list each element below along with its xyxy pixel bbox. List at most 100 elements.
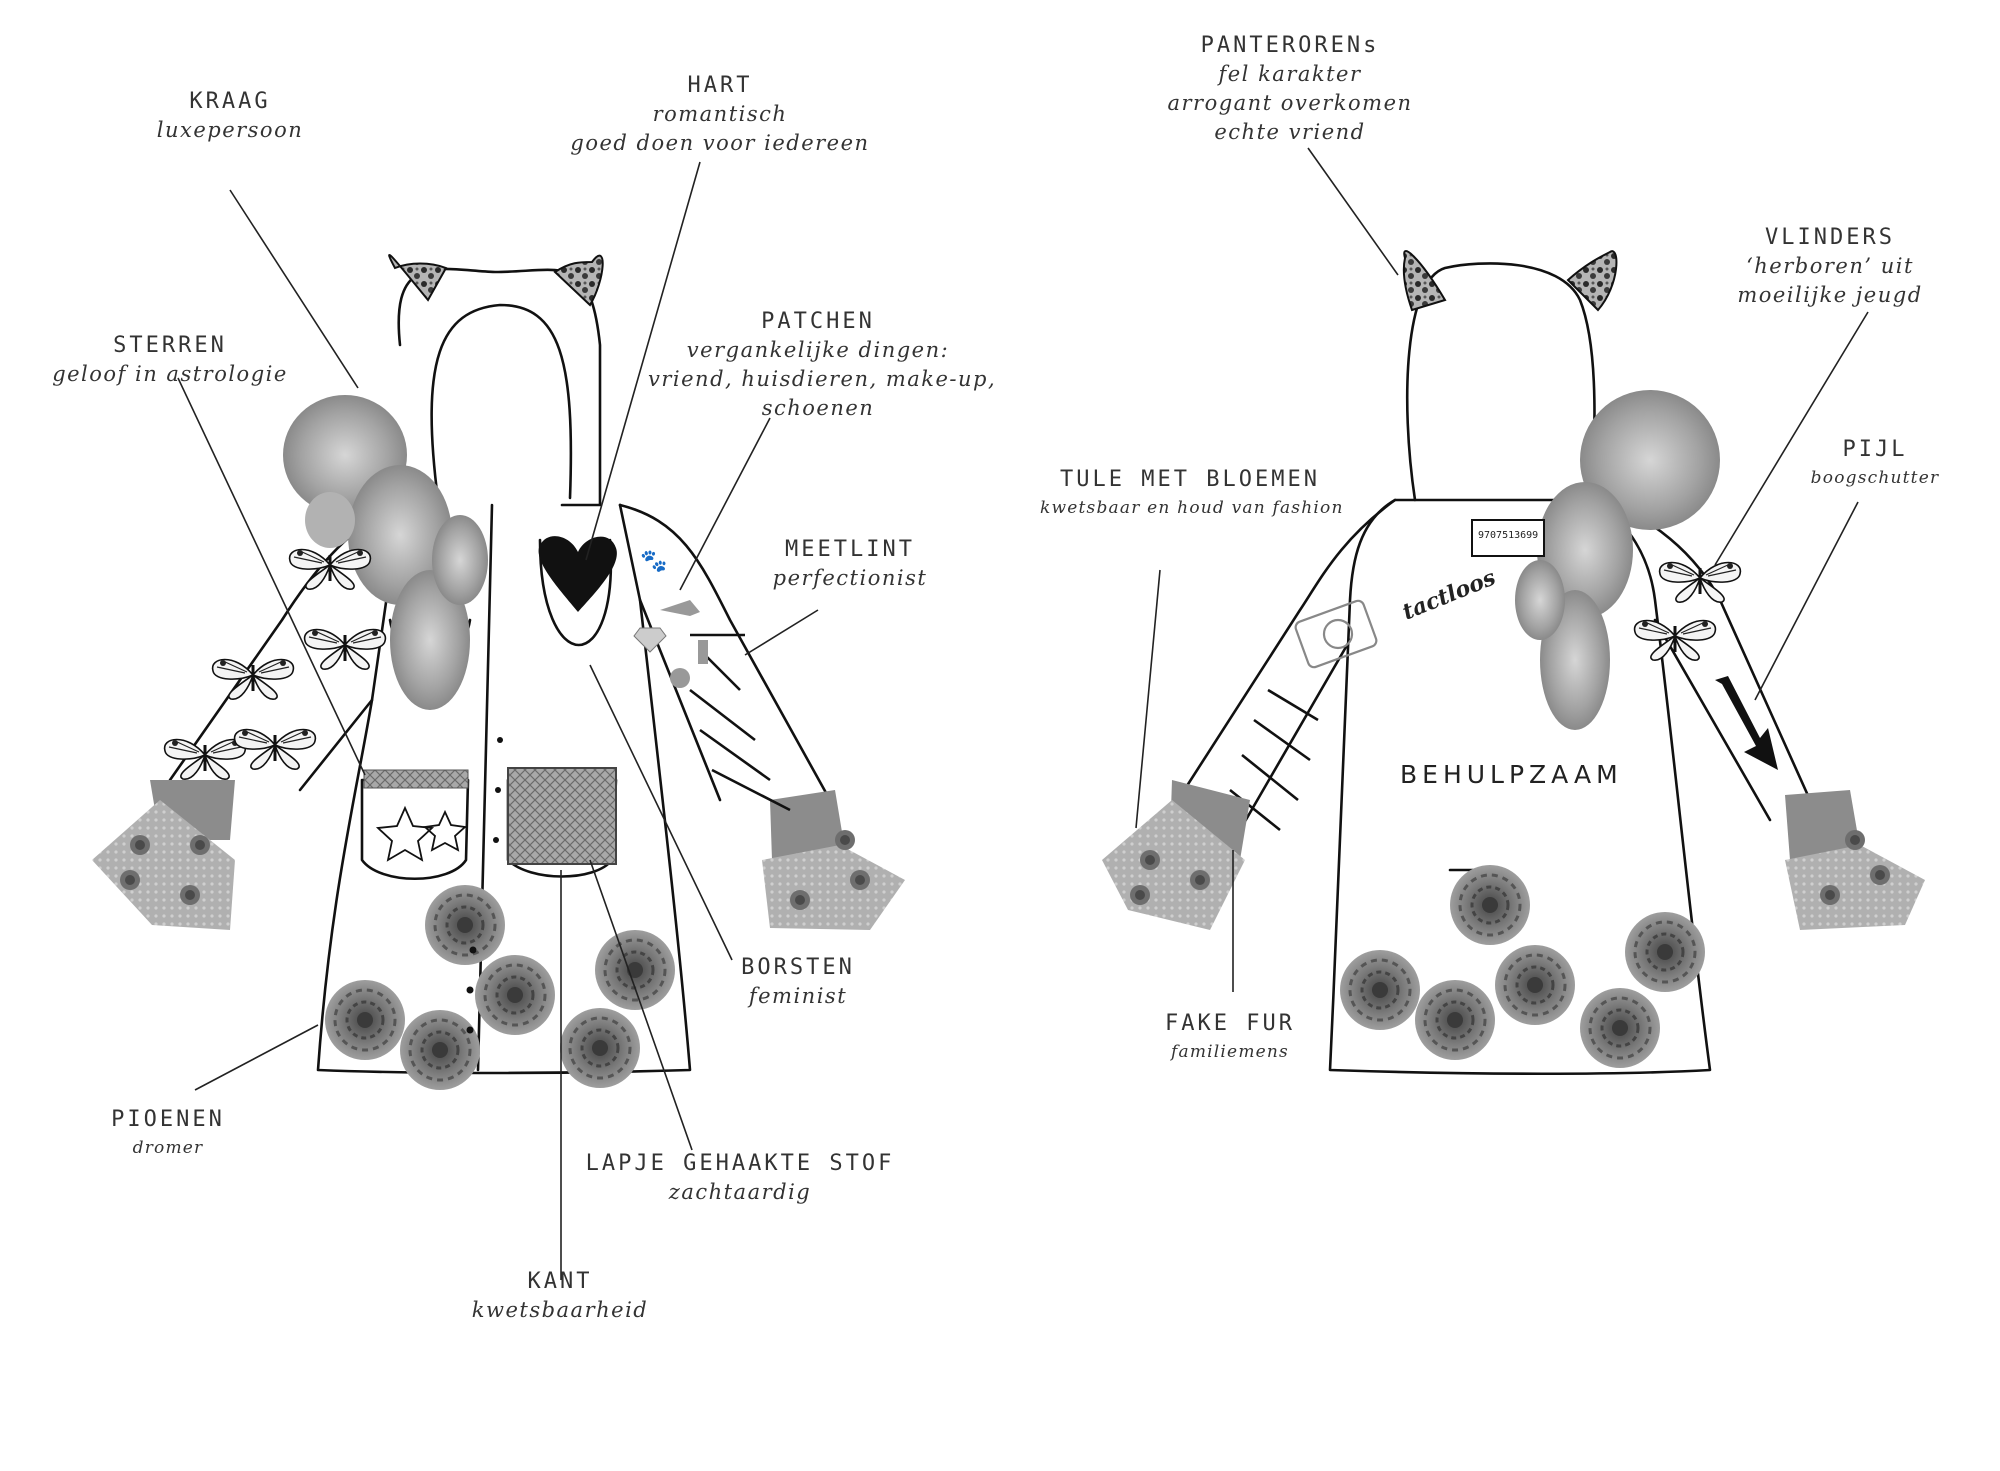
label-pioenen-desc: dromer — [132, 1138, 204, 1158]
peony-icon — [423, 883, 507, 967]
label-meetlint-desc: perfectionist — [772, 566, 928, 590]
back-right-cuff — [1785, 790, 1925, 930]
peony-icon — [1623, 910, 1707, 994]
crochet-patch — [507, 767, 617, 865]
butterfly-icon — [163, 738, 247, 781]
peony-icon — [1413, 978, 1497, 1062]
front-left-cuff — [92, 780, 235, 930]
label-kant-desc: kwetsbaarheid — [471, 1298, 649, 1322]
back-hood — [1405, 262, 1596, 502]
label-sterren-desc: geloof in astrologie — [52, 362, 288, 386]
label-tule: TULE MET BLOEMEN kwetsbaar en houd van f… — [1040, 466, 1344, 523]
back-left-cuff — [1102, 780, 1250, 930]
heel-icon — [660, 600, 700, 616]
peony-icon — [323, 978, 407, 1062]
label-patchen-title: PATCHEN — [761, 309, 875, 334]
back-coat — [1163, 262, 1812, 1076]
cat-ear-icon — [388, 254, 448, 302]
label-vlinders-title: VLINDERS — [1765, 225, 1895, 250]
peony-icon — [473, 953, 557, 1037]
lace-band — [363, 769, 469, 789]
label-patchen-desc2: vriend, huisdieren, make-up, — [648, 367, 997, 391]
label-sterren: STERREN geloof in astrologie — [20, 332, 320, 389]
label-kraag: KRAAG luxepersoon — [150, 88, 310, 145]
label-tule-desc: kwetsbaar en houd van fashion — [1040, 498, 1344, 518]
label-vlinders-desc2: moeilijke jeugd — [1737, 283, 1923, 307]
label-vlinders: VLINDERS ‘herboren’ uit moeilijke jeugd — [1720, 224, 1940, 310]
peony-icon — [398, 1008, 482, 1092]
butterfly-icon — [288, 548, 372, 591]
butterfly-icon — [211, 658, 295, 701]
label-panteroren-desc3: echte vriend — [1214, 120, 1366, 144]
label-lapje: LAPJE GEHAAKTE STOF zachtaardig — [560, 1150, 920, 1207]
front-fur-collar — [283, 395, 488, 710]
back-peonies — [1338, 863, 1707, 1070]
name-tag — [1471, 519, 1545, 557]
label-pijl-title: PIJL — [1842, 437, 1908, 462]
label-meetlint: MEETLINT perfectionist — [760, 536, 940, 593]
label-fakefur-desc: familiemens — [1171, 1042, 1289, 1062]
label-pijl: PIJL boogschutter — [1800, 436, 1950, 493]
hood-opening — [430, 303, 573, 502]
arrow-icon — [1715, 676, 1778, 770]
label-lapje-title: LAPJE GEHAAKTE STOF — [585, 1151, 895, 1176]
label-kant-title: KANT — [527, 1269, 593, 1294]
label-kant: KANT kwetsbaarheid — [470, 1268, 650, 1325]
label-sterren-title: STERREN — [113, 333, 227, 358]
paw-icon: 🐾 — [640, 549, 667, 574]
label-panteroren: PANTERORENs fel karakter arrogant overko… — [1160, 32, 1420, 147]
peony-icon — [1578, 986, 1662, 1070]
label-pioenen-title: PIOENEN — [111, 1107, 225, 1132]
cat-face-icon — [670, 668, 690, 688]
label-patchen-desc3: schoenen — [761, 396, 875, 420]
label-borsten: BORSTEN feminist — [718, 954, 878, 1011]
front-buttons — [466, 737, 503, 1034]
label-borsten-desc: feminist — [748, 984, 848, 1008]
butterfly-icon — [303, 628, 387, 671]
cat-ear-icon — [553, 254, 604, 307]
label-lapje-desc: zachtaardig — [668, 1180, 812, 1204]
label-panteroren-desc1: fel karakter — [1218, 62, 1362, 86]
name-tag-number: 9707513699 — [1478, 530, 1539, 541]
patches: 🐾 — [633, 549, 708, 688]
peony-icon — [558, 1006, 642, 1090]
label-panteroren-desc2: arrogant overkomen — [1167, 91, 1413, 115]
butterfly-icon — [233, 728, 317, 771]
label-hart-title: HART — [687, 73, 753, 98]
peony-icon — [1493, 943, 1577, 1027]
tape-measure — [689, 633, 791, 812]
butterfly-icon — [1658, 561, 1742, 604]
camera-icon — [1294, 599, 1378, 669]
back-slogan: BEHULPZAAM — [1400, 760, 1623, 789]
peony-icon — [1448, 863, 1532, 947]
label-pijl-desc: boogschutter — [1810, 468, 1940, 488]
label-kraag-desc: luxepersoon — [156, 118, 304, 142]
label-fakefur-title: FAKE FUR — [1165, 1011, 1295, 1036]
label-vlinders-desc1: ‘herboren’ uit — [1746, 254, 1914, 278]
label-hart-desc2: goed doen voor iedereen — [570, 131, 870, 155]
label-fakefur: FAKE FUR familiemens — [1140, 1010, 1320, 1067]
front-peonies — [323, 883, 677, 1092]
diamond-icon — [633, 627, 667, 653]
leader-lines — [177, 147, 1869, 1280]
back-tape-measure — [1229, 688, 1319, 832]
label-tule-title: TULE MET BLOEMEN — [1060, 467, 1320, 492]
label-kraag-title: KRAAG — [189, 89, 271, 114]
front-left-pocket — [360, 778, 470, 881]
lipstick-icon — [698, 640, 708, 664]
label-panteroren-title: PANTERORENs — [1200, 33, 1380, 58]
back-left-sleeve — [1163, 498, 1397, 832]
peony-icon — [593, 928, 677, 1012]
front-body — [316, 503, 692, 1075]
peony-icon — [1338, 948, 1422, 1032]
label-hart-desc1: romantisch — [652, 102, 788, 126]
label-borsten-title: BORSTEN — [741, 955, 855, 980]
label-meetlint-title: MEETLINT — [785, 537, 915, 562]
label-hart: HART romantisch goed doen voor iedereen — [570, 72, 870, 158]
heart-icon — [538, 536, 617, 612]
label-patchen: PATCHEN vergankelijke dingen: vriend, hu… — [648, 308, 997, 423]
cat-ear-icon — [1566, 250, 1618, 312]
cat-ear-icon — [1402, 250, 1447, 312]
star-icon — [375, 805, 468, 862]
